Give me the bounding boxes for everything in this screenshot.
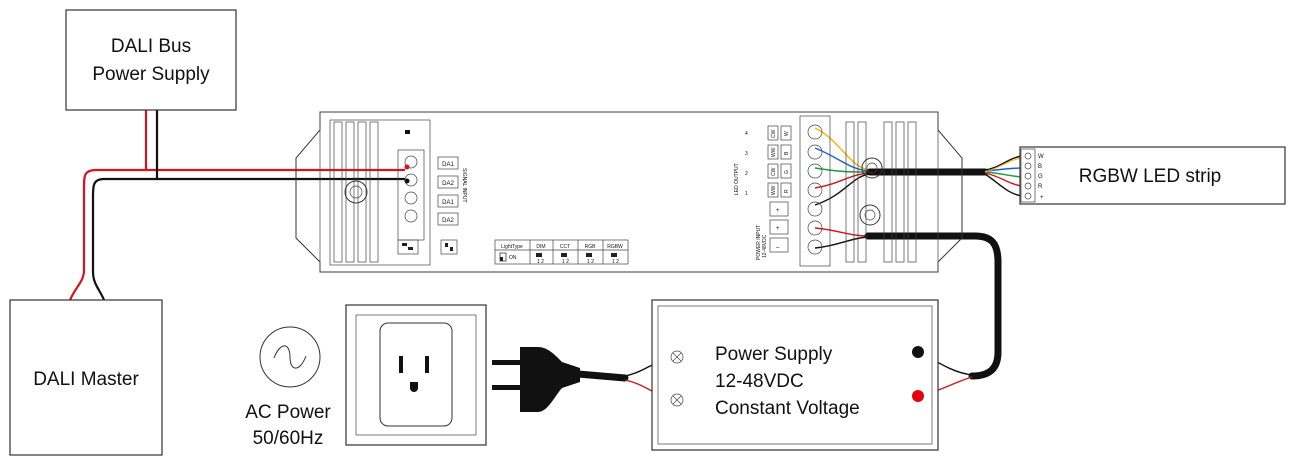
right-mounting-hole-top bbox=[861, 157, 883, 179]
dali-master-label: DALI Master bbox=[33, 369, 139, 390]
power-terminal-minus bbox=[807, 239, 823, 255]
dc-cable-sheath bbox=[864, 232, 1002, 380]
led-pin-plus: + bbox=[1040, 195, 1044, 201]
dali-master: DALI Master bbox=[9, 299, 163, 456]
dip-on-label: ON bbox=[509, 255, 517, 261]
channel-3-marking: WW B bbox=[767, 144, 792, 160]
led-terminal-plus bbox=[807, 201, 823, 217]
dip-label-dim: DIM bbox=[536, 244, 545, 250]
channel-number-2: 2 bbox=[745, 171, 748, 177]
led-terminal-g bbox=[807, 163, 823, 179]
svg-text:CW: CW bbox=[771, 129, 777, 138]
dip-label-rgbw: RGBW bbox=[607, 244, 623, 250]
svg-text:WW: WW bbox=[771, 185, 777, 195]
dip-label-lighttype: LightType bbox=[501, 244, 523, 250]
led-pin-r: R bbox=[1038, 184, 1043, 190]
power-terminal-plus bbox=[807, 220, 823, 236]
da1-label-a: DA1 bbox=[442, 162, 454, 168]
svg-text:CW: CW bbox=[771, 167, 777, 176]
led-output-markings: LED OUTPUT 4 3 2 1 CW W WW B CW G W bbox=[734, 125, 792, 260]
power-input-voltage: 12-48VDC bbox=[762, 234, 768, 258]
da2-label-a: DA2 bbox=[442, 181, 454, 187]
controller-housing bbox=[295, 111, 963, 273]
svg-text:G: G bbox=[784, 170, 790, 174]
signal-input-labels: DA1 DA2 DA1 DA2 SIGNAL INPUT bbox=[437, 156, 467, 226]
channel-2-marking: CW G bbox=[767, 163, 792, 179]
left-mounting-hole bbox=[344, 180, 368, 204]
channel-4-marking: CW W bbox=[767, 125, 792, 141]
led-terminal-w bbox=[807, 124, 823, 140]
channel-number-4: 4 bbox=[745, 131, 748, 137]
dali-bus-power-supply: DALI Bus Power Supply bbox=[65, 9, 237, 111]
da1-label-b: DA1 bbox=[442, 200, 454, 206]
ac-power-label-line2: 50/60Hz bbox=[253, 428, 324, 449]
channel-number-3: 3 bbox=[745, 151, 748, 157]
svg-text:B: B bbox=[784, 151, 790, 155]
right-mounting-hole-bottom bbox=[859, 204, 881, 226]
psu-ac-terminal-n bbox=[670, 393, 684, 407]
led-terminal-r bbox=[807, 182, 823, 198]
led-pin-w: W bbox=[1038, 154, 1044, 160]
led-pin-b: B bbox=[1038, 164, 1042, 170]
dali-bus-psu-label-line2: Power Supply bbox=[92, 64, 210, 85]
svg-text:R: R bbox=[784, 189, 790, 193]
dc-power-supply: Power Supply 12-48VDC Constant Voltage bbox=[651, 299, 939, 451]
psu-ac-terminal-l bbox=[670, 350, 684, 364]
power-input-label: POWER INPUT bbox=[756, 225, 762, 260]
mode-dip-switches: LightType DIM CCT RGB RGBW ON 1 2 1 2 1 … bbox=[494, 239, 629, 265]
left-terminal-block bbox=[329, 119, 431, 266]
psu-dc-terminal-plus bbox=[912, 390, 924, 402]
signal-terminal-4 bbox=[404, 209, 418, 223]
ac-source-icon bbox=[259, 326, 321, 388]
led-strip-cable bbox=[814, 127, 1023, 206]
psu-label-line1: Power Supply bbox=[715, 344, 833, 365]
ac-plug bbox=[492, 347, 580, 412]
ac-power: AC Power 50/60Hz bbox=[245, 326, 331, 449]
psu-label-line3: Constant Voltage bbox=[715, 398, 860, 419]
led-common-plus: + bbox=[776, 208, 780, 214]
dip-numbers-dim: 1 2 bbox=[537, 259, 544, 265]
dip-numbers-rgbw: 1 2 bbox=[612, 259, 619, 265]
led-terminal-b bbox=[807, 144, 823, 160]
dip-label-rgb: RGB bbox=[585, 244, 597, 250]
led-pin-g: G bbox=[1038, 174, 1043, 180]
channel-1-marking: WW R bbox=[767, 182, 792, 198]
dip-numbers-rgb: 1 2 bbox=[587, 259, 594, 265]
dali-bus-wires bbox=[68, 110, 405, 301]
master-wire-black bbox=[91, 177, 157, 301]
signal-terminal-3 bbox=[404, 191, 418, 205]
dc-power-cable bbox=[814, 227, 1002, 397]
svg-text:WW: WW bbox=[771, 147, 777, 157]
psu-dc-terminal-minus bbox=[912, 346, 924, 358]
dip-numbers-cct: 1 2 bbox=[562, 259, 569, 265]
channel-number-1: 1 bbox=[745, 191, 748, 197]
da2-label-b: DA2 bbox=[442, 218, 454, 224]
dip-label-cct: CCT bbox=[560, 244, 570, 250]
led-strip-label: RGBW LED strip bbox=[1079, 166, 1222, 187]
address-dip-switch bbox=[397, 239, 458, 255]
ac-power-label-line1: AC Power bbox=[245, 402, 331, 423]
psu-label-line2: 12-48VDC bbox=[715, 371, 804, 392]
right-terminal-block bbox=[799, 115, 917, 267]
svg-text:W: W bbox=[784, 131, 790, 136]
signal-input-label: SIGNAL INPUT bbox=[461, 168, 467, 203]
power-minus: – bbox=[776, 245, 780, 251]
power-plus: + bbox=[776, 226, 780, 232]
master-wire-red bbox=[68, 168, 146, 301]
dali-controller: DA1 DA2 DA1 DA2 SIGNAL INPUT LightT bbox=[295, 111, 963, 273]
wall-outlet bbox=[345, 304, 487, 446]
led-output-label: LED OUTPUT bbox=[734, 163, 740, 195]
rgbw-led-strip: W B G R + RGBW LED strip bbox=[1019, 146, 1286, 205]
signal-terminal-1 bbox=[404, 155, 418, 169]
dali-bus-psu-label-line1: DALI Bus bbox=[111, 36, 191, 57]
